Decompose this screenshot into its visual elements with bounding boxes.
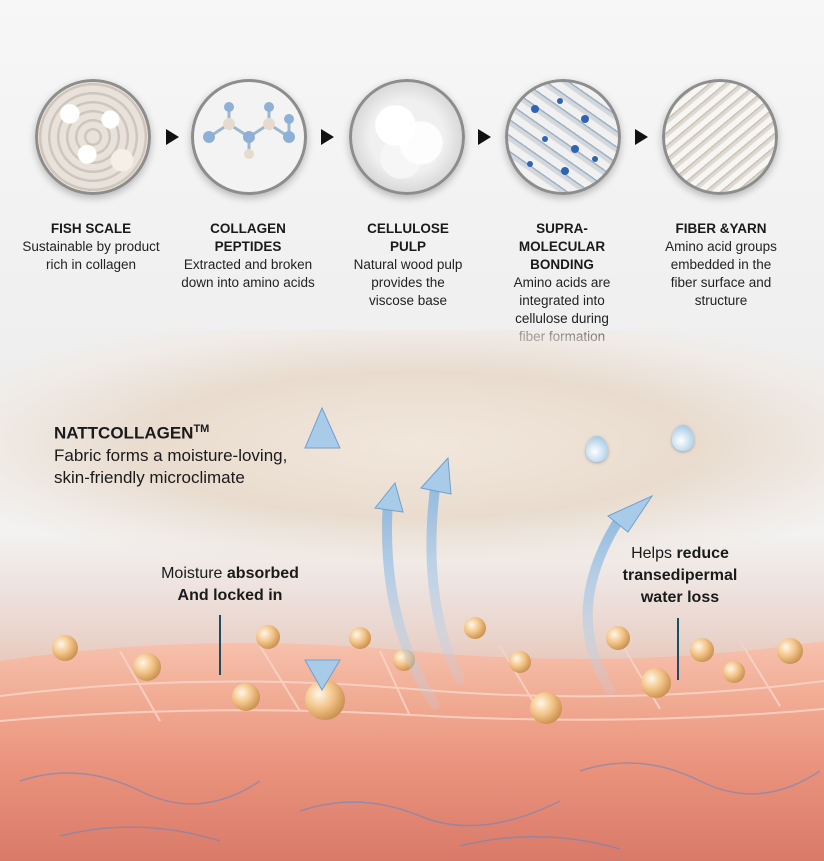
water-drop-icon xyxy=(586,436,608,462)
callout-bold: And locked in xyxy=(177,587,283,604)
step-collagen-peptides: COLLAGEN PEPTIDES Extracted and broken d… xyxy=(173,220,323,292)
moisture-bead xyxy=(464,617,486,639)
arrow-head-icon xyxy=(607,494,654,533)
callout-pointer-line xyxy=(677,618,679,680)
arrow-head-icon xyxy=(304,659,341,691)
step-cellulose-pulp: CELLULOSE PULP Natural wood pulp provide… xyxy=(333,220,483,310)
moisture-bead xyxy=(232,683,260,711)
arrow-head-icon xyxy=(374,481,404,513)
molecule-chain-icon xyxy=(203,102,295,159)
moisture-bead xyxy=(690,638,714,662)
fish-scale-image xyxy=(35,79,151,195)
callout-bold: absorbed xyxy=(226,565,299,582)
moisture-bead xyxy=(305,680,345,720)
trademark-mark: TM xyxy=(193,423,210,435)
step-title: FISH SCALE xyxy=(50,221,132,236)
brand-tagline-line1: Fabric forms a moisture-loving, xyxy=(54,445,288,465)
molecule-chain-image xyxy=(191,79,307,195)
arrow-head-icon xyxy=(304,406,341,449)
moisture-bead xyxy=(349,627,371,649)
moisture-bead xyxy=(641,668,671,698)
step-fish-scale: FISH SCALE Sustainable by product rich i… xyxy=(16,220,166,274)
callout-bold: transedipermal xyxy=(622,567,738,584)
skin-layers-image xyxy=(0,640,824,861)
step-description: Extracted and broken down into amino aci… xyxy=(181,257,315,290)
arrow-head-icon xyxy=(420,456,452,495)
callout-normal: Moisture xyxy=(161,565,227,582)
callout-normal: Helps xyxy=(631,545,677,562)
step-title: CELLULOSE PULP xyxy=(367,221,449,254)
brand-block: NATTCOLLAGENTM Fabric forms a moisture-l… xyxy=(54,418,287,489)
moisture-arrow xyxy=(582,510,627,695)
moisture-bead xyxy=(509,651,531,673)
step-description: Sustainable by product rich in collagen xyxy=(22,239,160,272)
step-description: Amino acid groups embedded in the fiber … xyxy=(665,239,777,308)
moisture-bead xyxy=(133,653,161,681)
brand-name: NATTCOLLAGEN xyxy=(54,423,194,443)
moisture-bead xyxy=(777,638,803,664)
water-loss-callout: Helps reduce transedipermal water loss xyxy=(600,543,760,609)
moisture-arrow xyxy=(426,475,465,685)
process-arrow-icon xyxy=(321,129,334,145)
moisture-bead xyxy=(52,635,78,661)
callout-bold: water loss xyxy=(640,589,720,606)
process-arrow-icon xyxy=(478,129,491,145)
yarn-image xyxy=(662,79,778,195)
brand-tagline-line2: skin-friendly microclimate xyxy=(54,467,245,487)
process-arrow-icon xyxy=(635,129,648,145)
moisture-bead xyxy=(256,625,280,649)
step-title: SUPRA-MOLECULAR BONDING xyxy=(518,221,606,272)
moisture-bead xyxy=(606,626,630,650)
step-description: Natural wood pulp provides the viscose b… xyxy=(353,257,463,308)
moisture-bead xyxy=(723,661,745,683)
step-title: FIBER &YARN xyxy=(675,221,767,236)
amino-acid-dots-icon xyxy=(527,98,598,175)
callout-bold: reduce xyxy=(676,545,729,562)
absorbed-callout: Moisture absorbed And locked in xyxy=(140,563,320,607)
bonded-fibers-image xyxy=(505,79,621,195)
water-drop-icon xyxy=(672,425,694,451)
process-arrow-icon xyxy=(166,129,179,145)
moisture-arrow xyxy=(381,495,440,710)
callout-pointer-line xyxy=(219,615,221,675)
moisture-bead xyxy=(530,692,562,724)
cotton-pulp-image xyxy=(349,79,465,195)
step-fiber-yarn: FIBER &YARN Amino acid groups embedded i… xyxy=(646,220,796,310)
step-title: COLLAGEN PEPTIDES xyxy=(210,221,286,254)
